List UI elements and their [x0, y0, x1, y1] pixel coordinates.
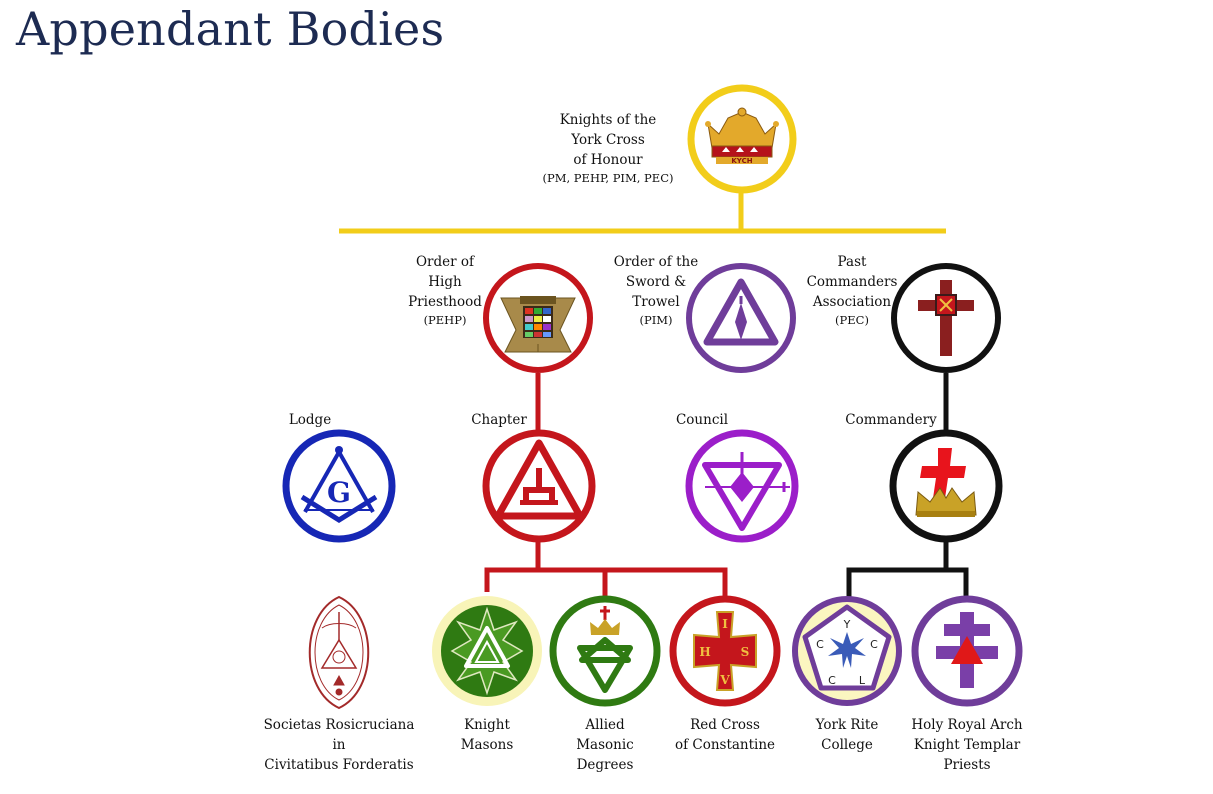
node-commandery [889, 429, 1003, 543]
node-pim [686, 263, 796, 373]
cross-crown-icon [915, 448, 977, 517]
label-pim-sub: (PIM) [639, 313, 673, 327]
label-amd-line-3: Degrees [576, 757, 634, 773]
label-sric-line-3: Civitatibus Forderatis [264, 757, 414, 773]
label-kych: Knights of the York Cross of Honour (PM,… [538, 110, 678, 186]
label-council-line-1: Council [675, 412, 729, 428]
yrc-letter-c-bottom: C [828, 674, 836, 687]
label-pec-line-1: Past [837, 254, 867, 270]
node-hrap [911, 595, 1023, 707]
label-commandery-line-1: Commandery [845, 412, 937, 428]
label-pim: Order of the Sword & Trowel (PIM) [606, 252, 706, 328]
label-commandery: Commandery [836, 410, 946, 430]
label-yrc-line-2: College [821, 737, 873, 753]
label-kych-sub: (PM, PEHP, PIM, PEC) [542, 171, 674, 185]
label-pec-sub: (PEC) [835, 313, 869, 327]
rcc-letter-h: H [699, 645, 710, 659]
connectors [336, 190, 969, 600]
label-km-line-1: Knight [464, 717, 510, 733]
label-lodge: Lodge [270, 410, 350, 430]
patriarchal-cross-icon [936, 612, 998, 688]
node-lodge: G [282, 429, 396, 543]
label-amd: Allied Masonic Degrees [555, 715, 655, 775]
label-pim-line-3: Trowel [632, 294, 680, 310]
rosicrucian-seal-icon [320, 612, 358, 696]
node-amd [549, 595, 661, 707]
label-rcc-line-1: Red Cross [690, 717, 760, 733]
rcc-letter-i: I [722, 617, 728, 631]
kych-emblem-text: KYCH [731, 157, 752, 165]
node-yrc: Y C C L C [792, 596, 902, 706]
label-pehp-sub: (PEHP) [423, 313, 467, 327]
node-kych: KYCH [687, 84, 797, 194]
label-pim-line-2: Sword & [625, 274, 687, 290]
rcc-letter-v: V [719, 673, 730, 687]
label-pehp-line-1: Order of [415, 254, 475, 270]
label-amd-line-1: Allied [585, 717, 625, 733]
label-lodge-line-1: Lodge [288, 412, 332, 428]
node-km [432, 596, 542, 706]
yrc-letter-l: L [859, 674, 866, 687]
yrc-letter-y: Y [843, 618, 851, 631]
crown-icon: KYCH [705, 107, 779, 165]
node-pehp [483, 263, 593, 373]
triangle-trowel-icon [703, 278, 779, 346]
label-rcc: Red Cross of Constantine [660, 715, 790, 755]
label-sric-line-1: Societas Rosicruciana [263, 717, 415, 733]
label-rcc-line-2: of Constantine [674, 737, 776, 753]
crown-triangle-icon [577, 606, 633, 693]
connector-commandery-bar [846, 567, 969, 600]
label-hrap-line-3: Priests [943, 757, 991, 773]
label-yrc: York Rite College [792, 715, 902, 755]
yrc-letter-c-left: C [816, 638, 824, 651]
label-km-line-2: Masons [460, 737, 514, 753]
page-title: Appendant Bodies [16, 2, 445, 56]
lodge-emblem-text: G [327, 476, 351, 509]
label-sric: Societas Rosicruciana in Civitatibus For… [254, 715, 424, 775]
council-triangle-icon [702, 452, 790, 531]
label-kych-line-1: Knights of the [559, 112, 657, 128]
label-pehp-line-3: Priesthood [408, 294, 482, 310]
pentagon-star-icon: Y C C L C [802, 604, 892, 691]
yrc-letter-c-right: C [870, 638, 878, 651]
label-pehp-line-2: High [428, 274, 462, 290]
rcc-letter-s: S [741, 645, 750, 659]
breastplate-icon [500, 296, 576, 353]
ihsv-cross-icon: I H S V [693, 611, 757, 691]
cross-icon [918, 280, 974, 356]
node-pec [891, 263, 1001, 373]
label-pehp: Order of High Priesthood (PEHP) [395, 252, 495, 328]
node-council [685, 429, 799, 543]
label-hrap: Holy Royal Arch Knight Templar Priests [897, 715, 1037, 775]
label-pec: Past Commanders Association (PEC) [802, 252, 902, 328]
node-chapter [482, 429, 596, 543]
label-sric-line-2: in [332, 737, 346, 753]
label-hrap-line-1: Holy Royal Arch [911, 717, 1023, 733]
label-yrc-line-1: York Rite [815, 717, 879, 733]
node-rcc: I H S V [669, 595, 781, 707]
label-hrap-line-2: Knight Templar [913, 737, 1021, 753]
node-sric [308, 595, 370, 710]
label-pec-line-2: Commanders [806, 274, 898, 290]
label-amd-line-2: Masonic [576, 737, 634, 753]
triple-tau-icon [494, 439, 584, 520]
label-council: Council [662, 410, 742, 430]
star-triangle-icon [450, 606, 524, 696]
label-chapter: Chapter [454, 410, 544, 430]
square-compass-icon: G [300, 446, 378, 523]
label-kych-line-2: York Cross [571, 132, 645, 148]
label-km: Knight Masons [437, 715, 537, 755]
label-pec-line-3: Association [812, 294, 892, 310]
label-pim-line-1: Order of the [613, 254, 699, 270]
label-chapter-line-1: Chapter [471, 412, 527, 428]
label-kych-line-3: of Honour [573, 152, 643, 168]
